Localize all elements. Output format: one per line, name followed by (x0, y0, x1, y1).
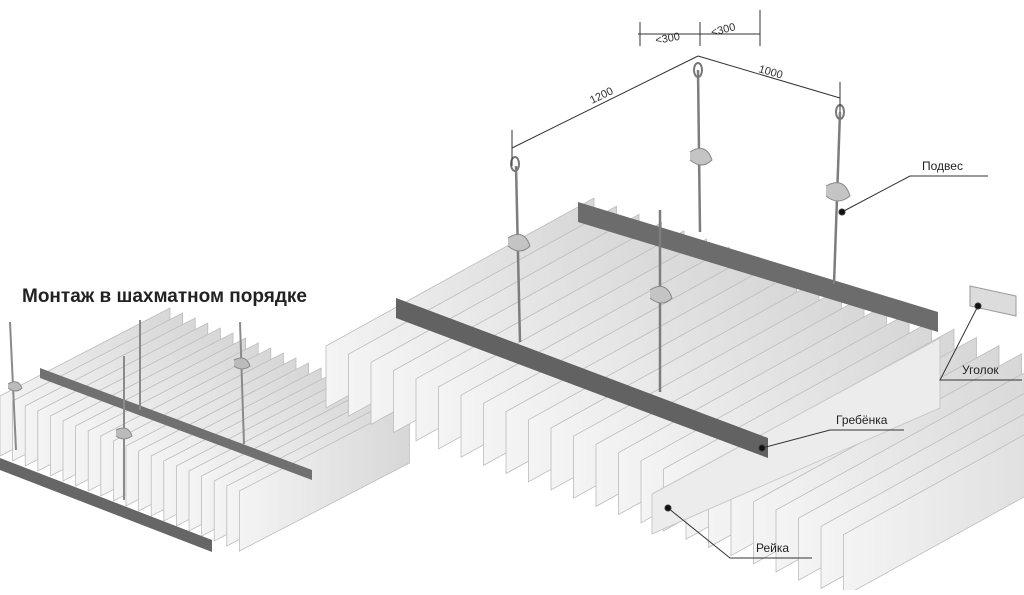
corner-profile (970, 286, 1016, 316)
label-suspension: Подвес (922, 159, 963, 173)
dim-300-right: <300 (710, 21, 737, 39)
right-assembly: <300 <300 1000 1200 Подвес Уголок Гребён… (326, 10, 1024, 590)
label-corner: Уголок (962, 363, 999, 377)
section-title: Монтаж в шахматном порядке (22, 286, 307, 308)
label-comb: Гребёнка (836, 413, 888, 427)
dim-1000: 1000 (757, 63, 784, 81)
label-slat: Рейка (756, 541, 789, 555)
dim-300-left: <300 (654, 31, 680, 47)
